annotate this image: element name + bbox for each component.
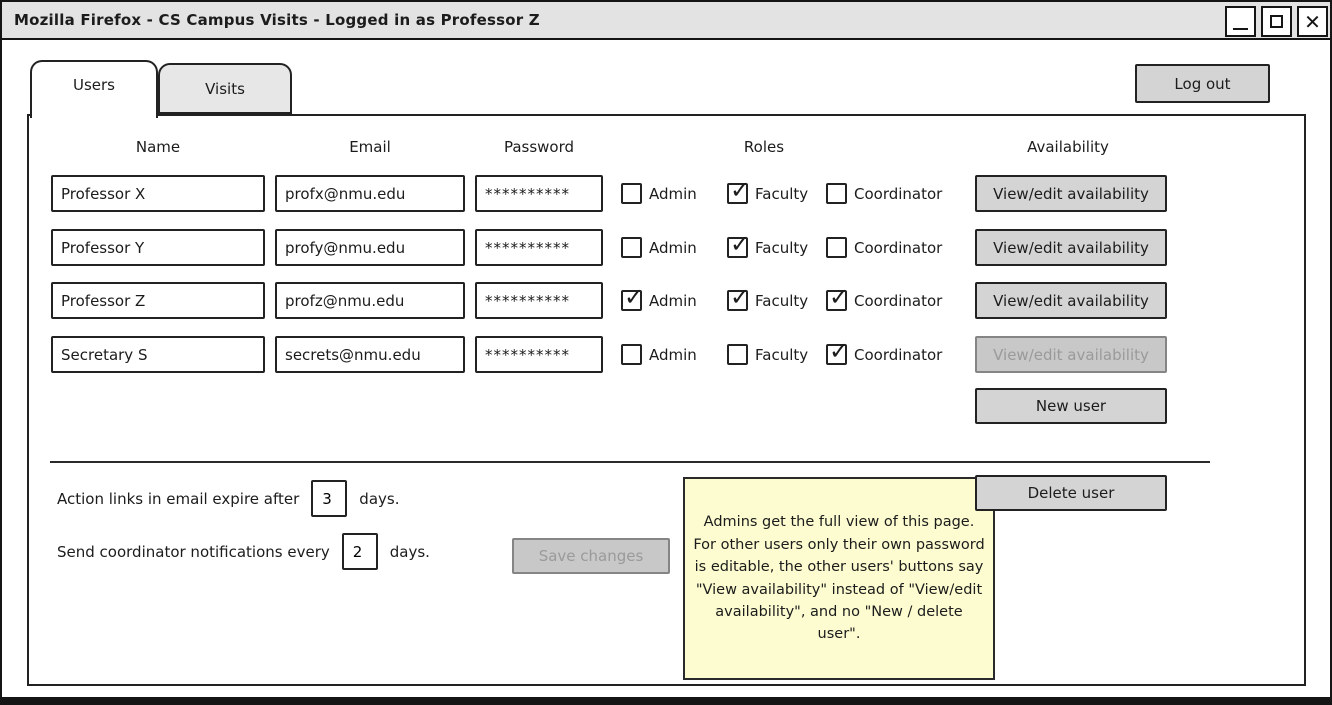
role-admin: Admin [621,175,697,212]
expire-setting-text: Action links in email expire after [57,489,300,508]
name-input[interactable] [51,336,265,373]
faculty-checkbox[interactable] [727,283,750,311]
password-input[interactable] [475,336,603,373]
expire-setting: Action links in email expire after days. [57,480,399,517]
minimize-button[interactable] [1225,6,1256,37]
column-header-name: Name [135,138,181,156]
name-input[interactable] [51,229,265,266]
admin-label: Admin [649,238,697,257]
expire-setting-suffix: days. [359,489,400,508]
coordinator-label: Coordinator [854,291,943,310]
faculty-label: Faculty [755,345,809,364]
minimize-icon [1233,28,1248,30]
password-input[interactable] [475,282,603,319]
coordinator-label: Coordinator [854,238,943,257]
save-changes-button[interactable]: Save changes [512,538,670,574]
users-panel: Name Email Password Roles Availability A… [27,114,1306,686]
faculty-label: Faculty [755,291,809,310]
close-icon: ✕ [1304,9,1321,34]
delete-user-button[interactable]: Delete user [975,475,1167,511]
title-bar: Mozilla Firefox - CS Campus Visits - Log… [2,2,1330,40]
notify-setting-text: Send coordinator notifications every [57,542,330,561]
annotation-note: Admins get the full view of this page. F… [683,477,995,680]
tab-users[interactable]: Users [30,60,158,118]
coordinator-label: Coordinator [854,345,943,364]
column-header-email: Email [349,138,391,156]
role-admin: Admin [621,336,697,373]
faculty-checkbox[interactable] [727,230,750,258]
section-divider [50,461,1210,463]
role-admin: Admin [621,282,697,319]
coordinator-checkbox[interactable] [826,237,847,258]
tab-visits-label: Visits [205,79,245,98]
role-coordinator: Coordinator [826,336,942,373]
email-input[interactable] [275,229,465,266]
coordinator-checkbox[interactable] [826,283,849,311]
admin-checkbox[interactable] [621,283,644,311]
notify-days-input[interactable] [341,533,378,570]
role-coordinator: Coordinator [826,282,942,319]
tab-users-label: Users [72,76,115,94]
notify-setting: Send coordinator notifications every day… [57,533,430,570]
faculty-label: Faculty [755,238,809,257]
faculty-checkbox[interactable] [727,176,750,204]
name-input[interactable] [51,175,265,212]
view-edit-availability-button[interactable]: View/edit availability [975,229,1167,266]
admin-checkbox[interactable] [621,183,642,204]
notify-setting-suffix: days. [389,542,430,561]
coordinator-checkbox[interactable] [826,337,849,365]
role-faculty: Faculty [727,229,808,266]
window-title: Mozilla Firefox - CS Campus Visits - Log… [14,11,540,29]
role-coordinator: Coordinator [826,229,942,266]
admin-checkbox[interactable] [621,237,642,258]
coordinator-label: Coordinator [854,184,943,203]
password-input[interactable] [475,175,603,212]
view-edit-availability-button[interactable]: View/edit availability [975,175,1167,212]
coordinator-checkbox[interactable] [826,183,847,204]
email-input[interactable] [275,336,465,373]
logout-button[interactable]: Log out [1135,64,1270,103]
new-user-button[interactable]: New user [975,388,1167,424]
column-header-availability: Availability [1027,138,1109,156]
faculty-checkbox[interactable] [727,344,748,365]
window-controls: ✕ [1225,6,1328,37]
maximize-icon [1270,15,1283,28]
column-header-password: Password [503,138,575,156]
name-input[interactable] [51,282,265,319]
email-input[interactable] [275,175,465,212]
maximize-button[interactable] [1261,6,1292,37]
role-coordinator: Coordinator [826,175,942,212]
role-faculty: Faculty [727,282,808,319]
close-button[interactable]: ✕ [1297,6,1328,37]
column-header-roles: Roles [743,138,785,156]
tab-visits[interactable]: Visits [158,63,292,114]
admin-checkbox[interactable] [621,344,642,365]
annotation-note-text: Admins get the full view of this page. F… [693,514,985,643]
expire-days-input[interactable] [311,480,348,517]
view-edit-availability-button[interactable]: View/edit availability [975,336,1167,373]
email-input[interactable] [275,282,465,319]
password-input[interactable] [475,229,603,266]
role-faculty: Faculty [727,175,808,212]
admin-label: Admin [649,345,697,364]
admin-label: Admin [649,184,697,203]
role-admin: Admin [621,229,697,266]
role-faculty: Faculty [727,336,808,373]
view-edit-availability-button[interactable]: View/edit availability [975,282,1167,319]
admin-label: Admin [649,291,697,310]
faculty-label: Faculty [755,184,809,203]
